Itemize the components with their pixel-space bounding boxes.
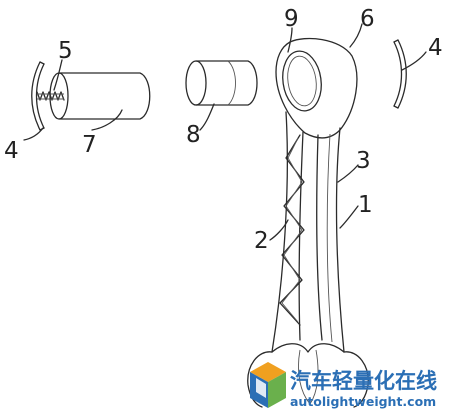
cylinder-pin (49, 72, 151, 120)
label-8: 8 (186, 122, 201, 148)
label-2: 2 (254, 228, 269, 254)
label-5: 5 (58, 38, 73, 64)
label-9: 9 (284, 6, 299, 32)
end-cap-right (393, 39, 407, 109)
connecting-rod (247, 37, 369, 408)
label-1: 1 (358, 192, 373, 218)
watermark-logo-icon (250, 362, 286, 408)
label-6: 6 (360, 6, 375, 32)
watermark-domain: autolightweight.com (290, 394, 436, 409)
watermark-chinese: 汽车轻量化在线 (290, 369, 437, 393)
label-3: 3 (356, 148, 371, 174)
watermark: 汽车轻量化在线 autolightweight.com (250, 362, 437, 409)
bushing (185, 60, 258, 106)
reinforcing-web (279, 134, 305, 326)
label-4-right: 4 (428, 35, 443, 61)
leader-lines (23, 23, 427, 241)
label-4-left: 4 (4, 138, 19, 164)
label-7: 7 (82, 132, 97, 158)
